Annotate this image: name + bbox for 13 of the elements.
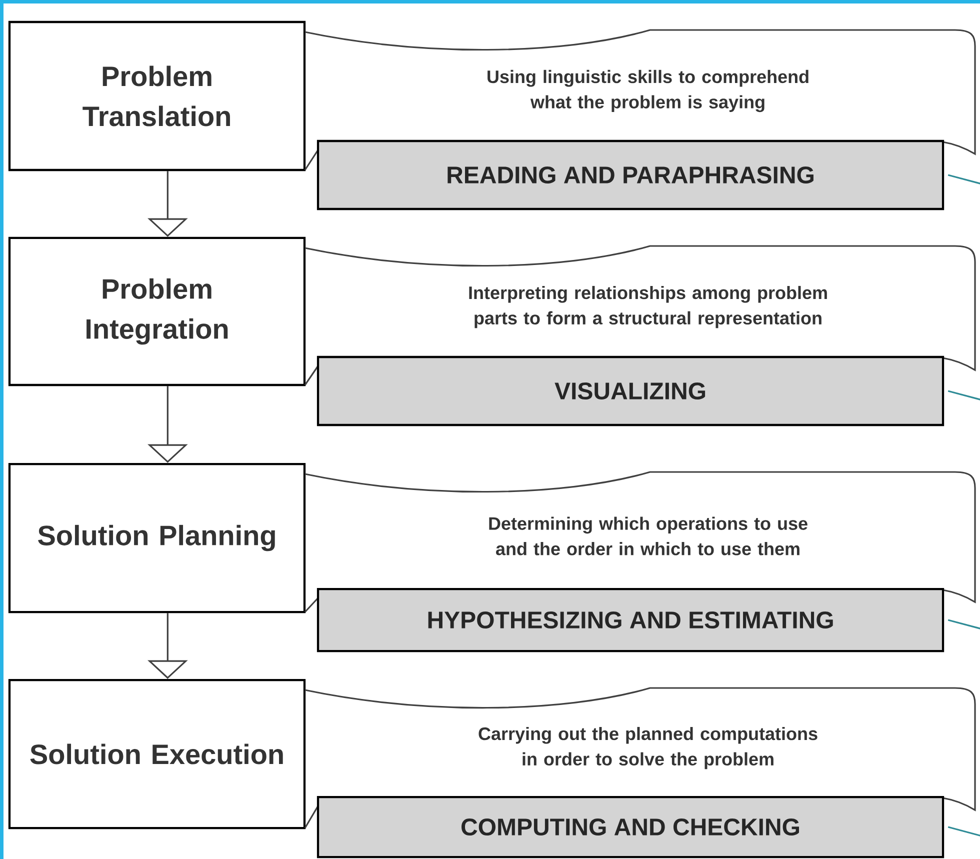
skill-box: READING AND PARAPHRASING: [316, 140, 944, 210]
connector-line: [948, 174, 980, 186]
skill-box: COMPUTING AND CHECKING: [316, 796, 944, 858]
connector-line: [948, 826, 980, 838]
connector-line: [948, 619, 980, 632]
stage-box: Problem Translation: [8, 20, 306, 172]
connector-line: [948, 390, 980, 402]
stage-box: Solution Planning: [8, 462, 306, 614]
stage-box: Problem Integration: [8, 236, 306, 386]
stage-box: Solution Execution: [8, 678, 306, 830]
scroll-banner: Determining which operations to use and the order in which to use them: [304, 471, 976, 613]
skill-box: VISUALIZING: [316, 356, 944, 426]
skill-box: HYPOTHESIZING AND ESTIMATING: [316, 588, 944, 652]
